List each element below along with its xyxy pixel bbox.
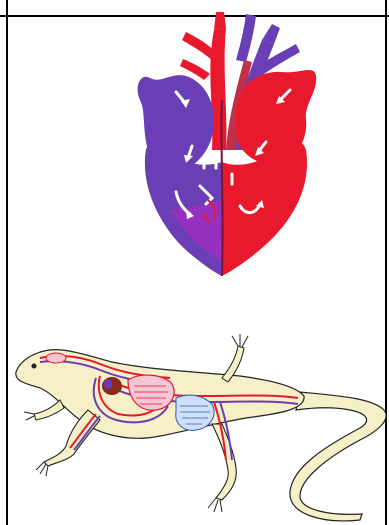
lizard-head-capillaries [46,353,66,363]
lizard-gut [176,395,214,430]
vessel-vena-cava [236,14,256,62]
lizard-hind-leg [212,424,236,500]
reptile-heart-illustration [138,12,317,276]
lizard-tail [290,392,386,521]
septum-line [221,100,222,276]
lizard-eye [32,364,37,369]
lizard-front-leg-2 [34,400,64,420]
lizard-heart-highlight [104,379,112,389]
vessel-tip-1 [214,12,226,30]
lizard-illustration [16,334,386,521]
